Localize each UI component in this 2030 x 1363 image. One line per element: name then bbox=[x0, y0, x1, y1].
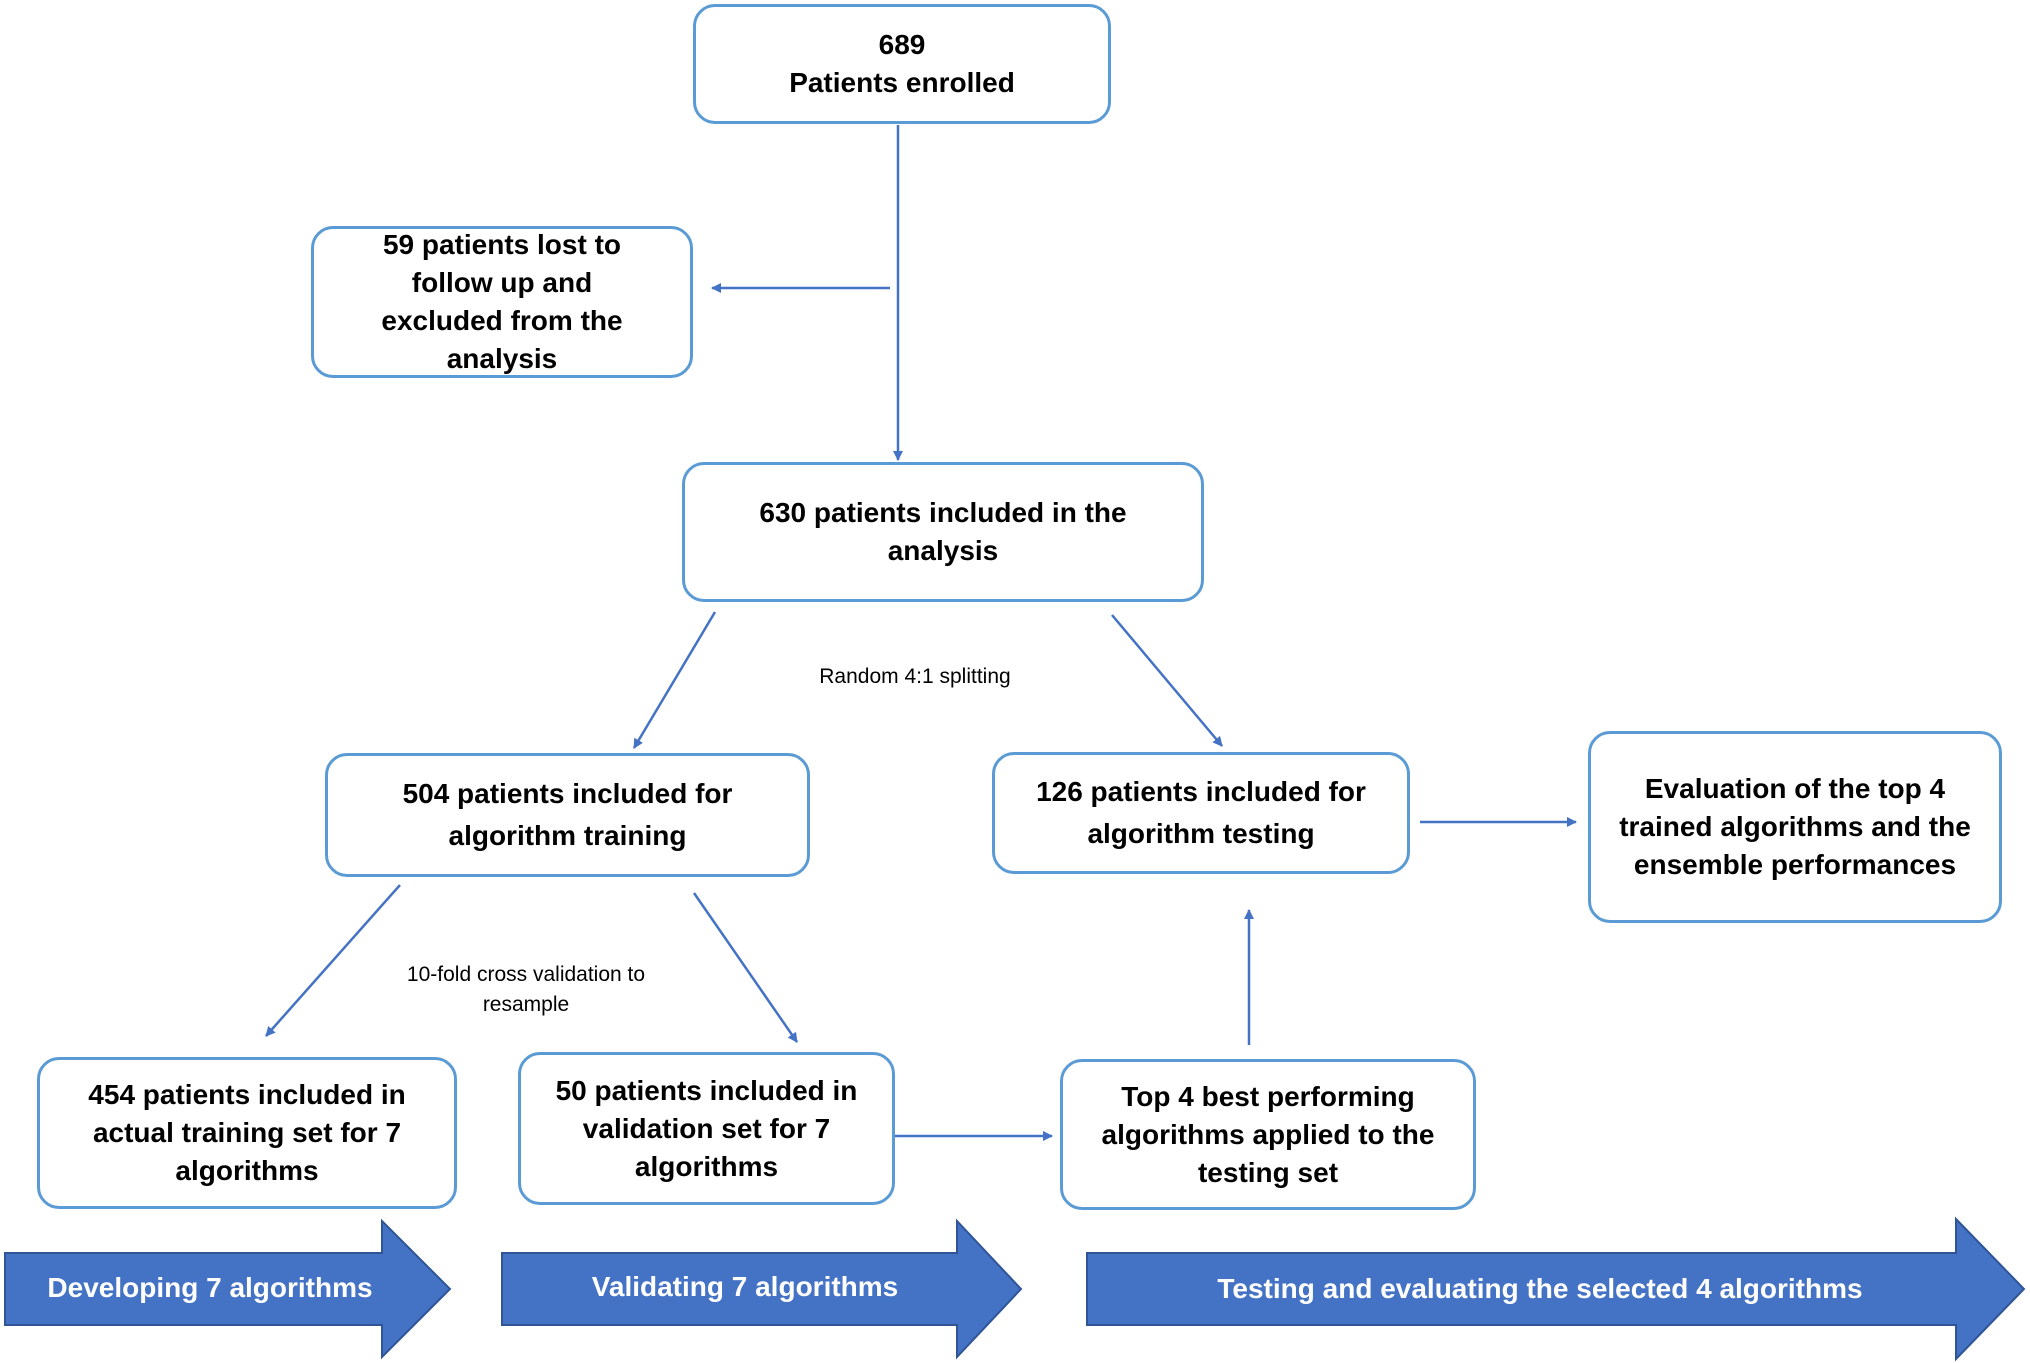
node-excluded-text: 59 patients lost to follow up and exclud… bbox=[381, 229, 623, 374]
arrow-training-to-actual-training bbox=[265, 884, 401, 1037]
node-actual-training-text: 454 patients included in actual training… bbox=[88, 1079, 406, 1186]
arrow-training-to-validation bbox=[692, 892, 799, 1043]
node-excluded: 59 patients lost to follow up and exclud… bbox=[311, 226, 693, 378]
band-arrow-validating bbox=[501, 1218, 1023, 1360]
node-training-text: 504 patients included for algorithm trai… bbox=[402, 778, 733, 851]
node-training: 504 patients included for algorithm trai… bbox=[325, 753, 810, 877]
node-included-text: 630 patients included in the analysis bbox=[759, 497, 1127, 566]
note-split: Random 4:1 splitting bbox=[819, 665, 1011, 688]
band-label-validating: Validating 7 algorithms bbox=[591, 1271, 899, 1302]
node-evaluation: Evaluation of the top 4 trained algorith… bbox=[1588, 731, 2002, 923]
band-label-testing: Testing and evaluating the selected 4 al… bbox=[1217, 1273, 1863, 1304]
band-arrow-developing bbox=[4, 1218, 452, 1360]
node-top4: Top 4 best performing algorithms applied… bbox=[1060, 1059, 1476, 1210]
node-validation-text: 50 patients included in validation set f… bbox=[555, 1074, 858, 1182]
note-cv: 10-fold cross validation to resample bbox=[406, 963, 646, 1016]
node-validation: 50 patients included in validation set f… bbox=[518, 1052, 895, 1205]
band-label-developing: Developing 7 algorithms bbox=[47, 1272, 373, 1303]
node-enrolled-text: 689 Patients enrolled bbox=[789, 29, 1015, 98]
node-top4-text: Top 4 best performing algorithms applied… bbox=[1101, 1080, 1435, 1188]
arrow-included-to-testing bbox=[1111, 614, 1223, 747]
node-testing: 126 patients included for algorithm test… bbox=[992, 752, 1410, 874]
node-evaluation-text: Evaluation of the top 4 trained algorith… bbox=[1619, 773, 1971, 880]
node-enrolled: 689 Patients enrolled bbox=[693, 4, 1111, 124]
band-arrow-testing bbox=[1086, 1216, 2026, 1362]
arrow-included-to-training bbox=[632, 611, 717, 749]
node-actual-training: 454 patients included in actual training… bbox=[37, 1057, 457, 1209]
node-included: 630 patients included in the analysis bbox=[682, 462, 1204, 602]
node-testing-text: 126 patients included for algorithm test… bbox=[1036, 776, 1366, 849]
